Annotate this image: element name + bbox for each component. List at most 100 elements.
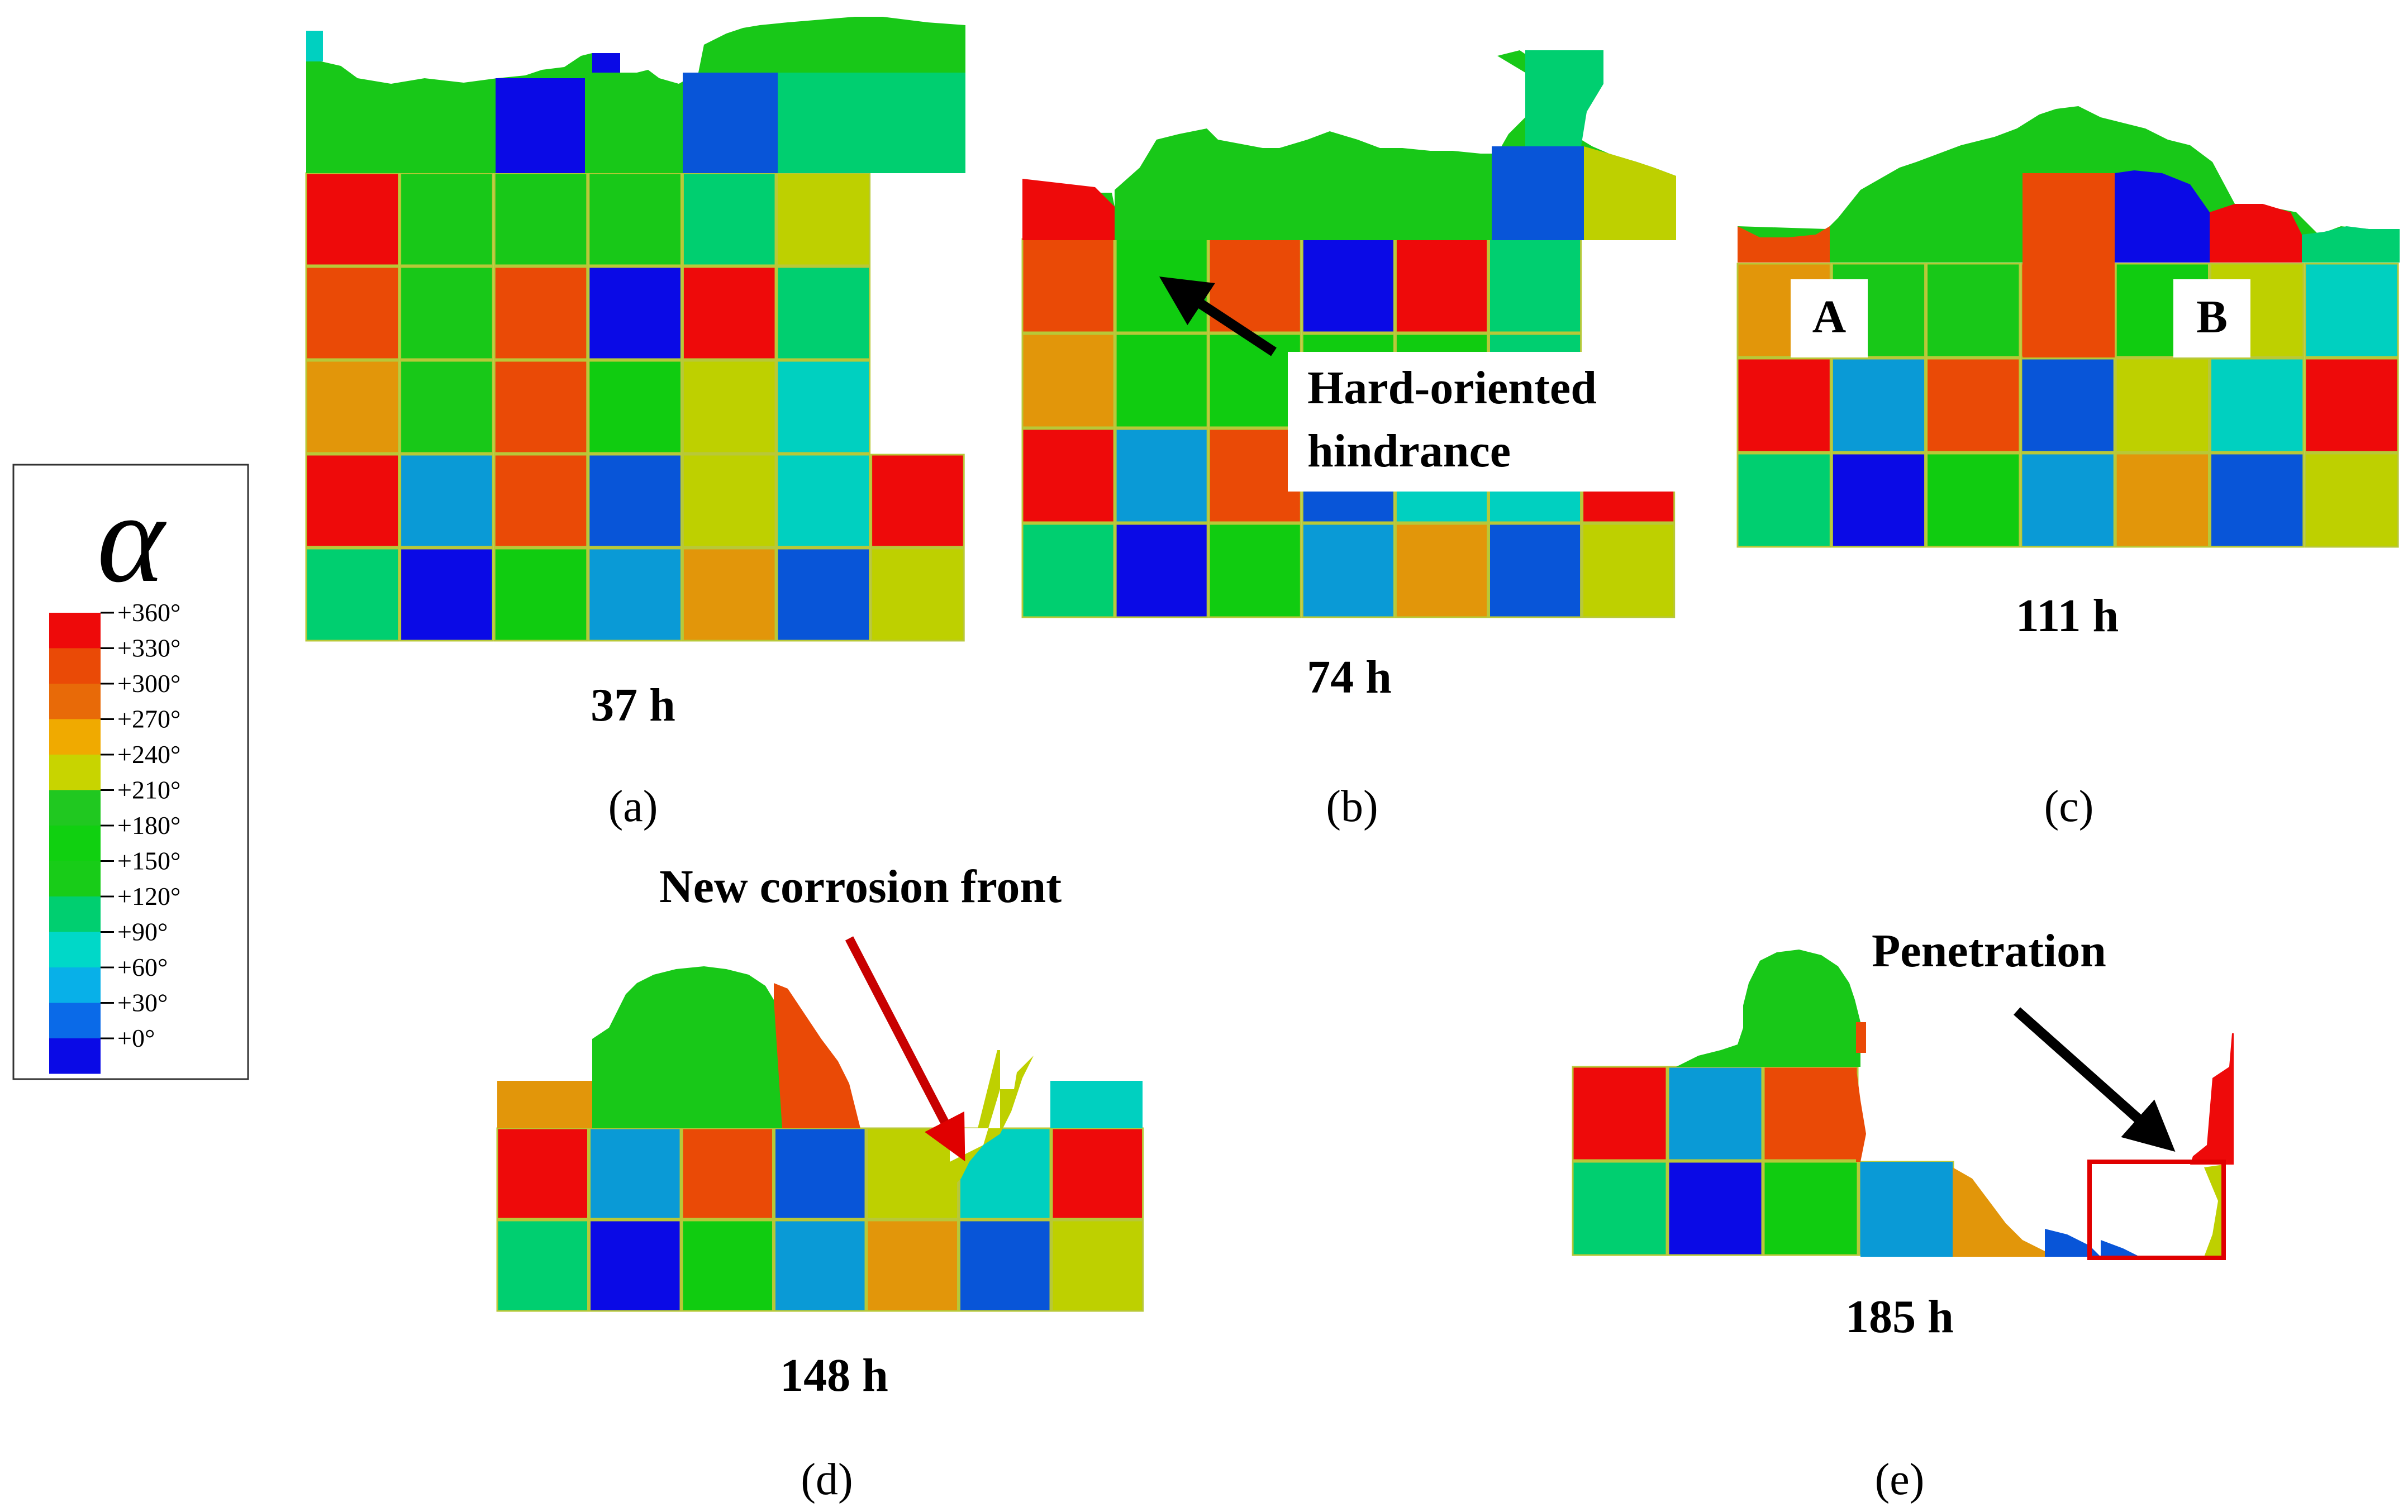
panel-b-cell xyxy=(1022,179,1115,240)
grain-cell xyxy=(1926,452,2021,548)
panel-b-cell xyxy=(1525,50,1603,146)
panel-d: 148 h (d) xyxy=(496,966,1144,1504)
legend-swatch xyxy=(49,613,101,648)
grain-cell xyxy=(1667,1066,1763,1161)
grain-cell xyxy=(2304,357,2399,453)
grain-cell xyxy=(1926,357,2021,453)
panel-c-marker-a: A xyxy=(1812,291,1847,343)
panel-a-cell xyxy=(778,73,965,173)
grain-cell xyxy=(1115,333,1208,428)
panel-d-cell xyxy=(939,1050,1034,1190)
panel-e-label: (e) xyxy=(1875,1455,1925,1504)
panel-d-label: (d) xyxy=(801,1455,853,1504)
grain-cell xyxy=(399,454,494,548)
grain-cell xyxy=(776,454,871,548)
grain-cell xyxy=(681,1127,774,1220)
panel-c-marker-b: B xyxy=(2196,291,2228,343)
grain-cell xyxy=(1736,452,1831,548)
panel-c-marker-b-box xyxy=(2173,279,2250,357)
annotation-arrow xyxy=(2014,1007,2176,1152)
annotation-text: New corrosion front xyxy=(659,861,1062,913)
legend-symbol: α xyxy=(97,466,167,609)
grain-cell xyxy=(866,1219,959,1312)
legend-ticks: +360°+330°+300°+270°+240°+210°+180°+150°… xyxy=(101,598,180,1052)
grain-cell xyxy=(1021,428,1115,523)
legend-tick-label: +120° xyxy=(117,882,180,910)
panel-a-label: (a) xyxy=(608,782,658,831)
panel-c: A B 111 h (c) xyxy=(1736,106,2400,831)
grain-cell xyxy=(493,547,588,642)
legend-swatch xyxy=(49,1003,101,1038)
grain-cell xyxy=(1736,357,1831,453)
legend-tick-label: +180° xyxy=(117,811,180,840)
panel-e-cell xyxy=(1860,1162,1953,1257)
grain-cell xyxy=(305,172,400,266)
panel-c-cell xyxy=(1738,226,1830,263)
grain-cell xyxy=(1763,1161,1859,1256)
legend-swatch xyxy=(49,755,101,790)
grain-cell xyxy=(1208,333,1302,428)
legend-tick-label: +0° xyxy=(117,1024,155,1052)
panel-c-cell xyxy=(2302,226,2400,263)
grain-cell xyxy=(2304,263,2399,358)
panel-e-cell xyxy=(2101,1240,2140,1257)
grain-cell xyxy=(776,266,871,360)
grain-cell xyxy=(588,547,682,642)
panel-e-cell xyxy=(2204,1165,2224,1257)
annotation-arrow xyxy=(845,936,965,1162)
panel-c-marker-a-box xyxy=(1791,279,1868,357)
grain-cell xyxy=(1051,1127,1144,1220)
grain-cell xyxy=(493,266,588,360)
grain-cell xyxy=(776,360,871,454)
panel-b-label: (b) xyxy=(1326,782,1378,831)
panel-c-grid xyxy=(1736,263,2399,548)
legend-tick-label: +300° xyxy=(117,669,180,698)
grain-cell xyxy=(1572,1161,1668,1256)
grain-cell xyxy=(588,172,682,266)
annotation-line-1: Hard-oriented xyxy=(1307,362,1597,414)
panel-e: 185 h (e) xyxy=(1572,950,2234,1504)
grain-cell xyxy=(399,547,494,642)
grain-cell xyxy=(681,1219,774,1312)
grain-cell xyxy=(2020,357,2115,453)
grain-cell xyxy=(493,172,588,266)
grain-cell xyxy=(1301,238,1395,333)
panel-e-surface xyxy=(1676,950,1860,1067)
legend-tick-label: +150° xyxy=(117,847,180,875)
grain-cell xyxy=(682,172,777,266)
grain-cell xyxy=(1208,428,1302,523)
panel-a-cell xyxy=(592,53,620,73)
grain-cell xyxy=(1208,523,1302,618)
grain-cell xyxy=(1926,263,2021,358)
legend-tick-label: +210° xyxy=(117,776,180,804)
panel-d-cell xyxy=(774,983,860,1128)
grain-cell xyxy=(2115,452,2210,548)
legend-tick-label: +240° xyxy=(117,740,180,769)
grain-cell xyxy=(1051,1219,1144,1312)
panel-d-time: 148 h xyxy=(780,1349,888,1401)
annotation-penetration: Penetration xyxy=(1872,925,2176,1152)
panel-a: 37 h (a) xyxy=(305,17,965,831)
panel-e-cell xyxy=(2190,1033,2234,1165)
grain-cell xyxy=(2115,357,2210,453)
grain-cell xyxy=(1831,452,1926,548)
grain-cell xyxy=(589,1127,682,1220)
panel-e-cell xyxy=(2045,1229,2101,1257)
grain-cell xyxy=(682,454,777,548)
grain-cell xyxy=(1667,1161,1763,1256)
color-legend: α +360°+330°+300°+270°+240°+210°+180°+15… xyxy=(12,464,249,1080)
grain-cell xyxy=(959,1219,1051,1312)
panel-d-cell xyxy=(497,1081,592,1128)
annotation-arrow xyxy=(1159,276,1277,356)
grain-cell xyxy=(2210,357,2305,453)
panel-a-cell xyxy=(496,78,585,173)
grain-cell xyxy=(1831,357,1926,453)
legend-swatch xyxy=(49,790,101,826)
grain-cell xyxy=(682,547,777,642)
legend-tick-label: +30° xyxy=(117,989,168,1017)
panel-c-cell xyxy=(2022,173,2115,357)
legend-swatch xyxy=(49,967,101,1003)
grain-cell xyxy=(776,547,871,642)
grain-cell xyxy=(399,172,494,266)
panel-a-cell xyxy=(306,31,323,61)
